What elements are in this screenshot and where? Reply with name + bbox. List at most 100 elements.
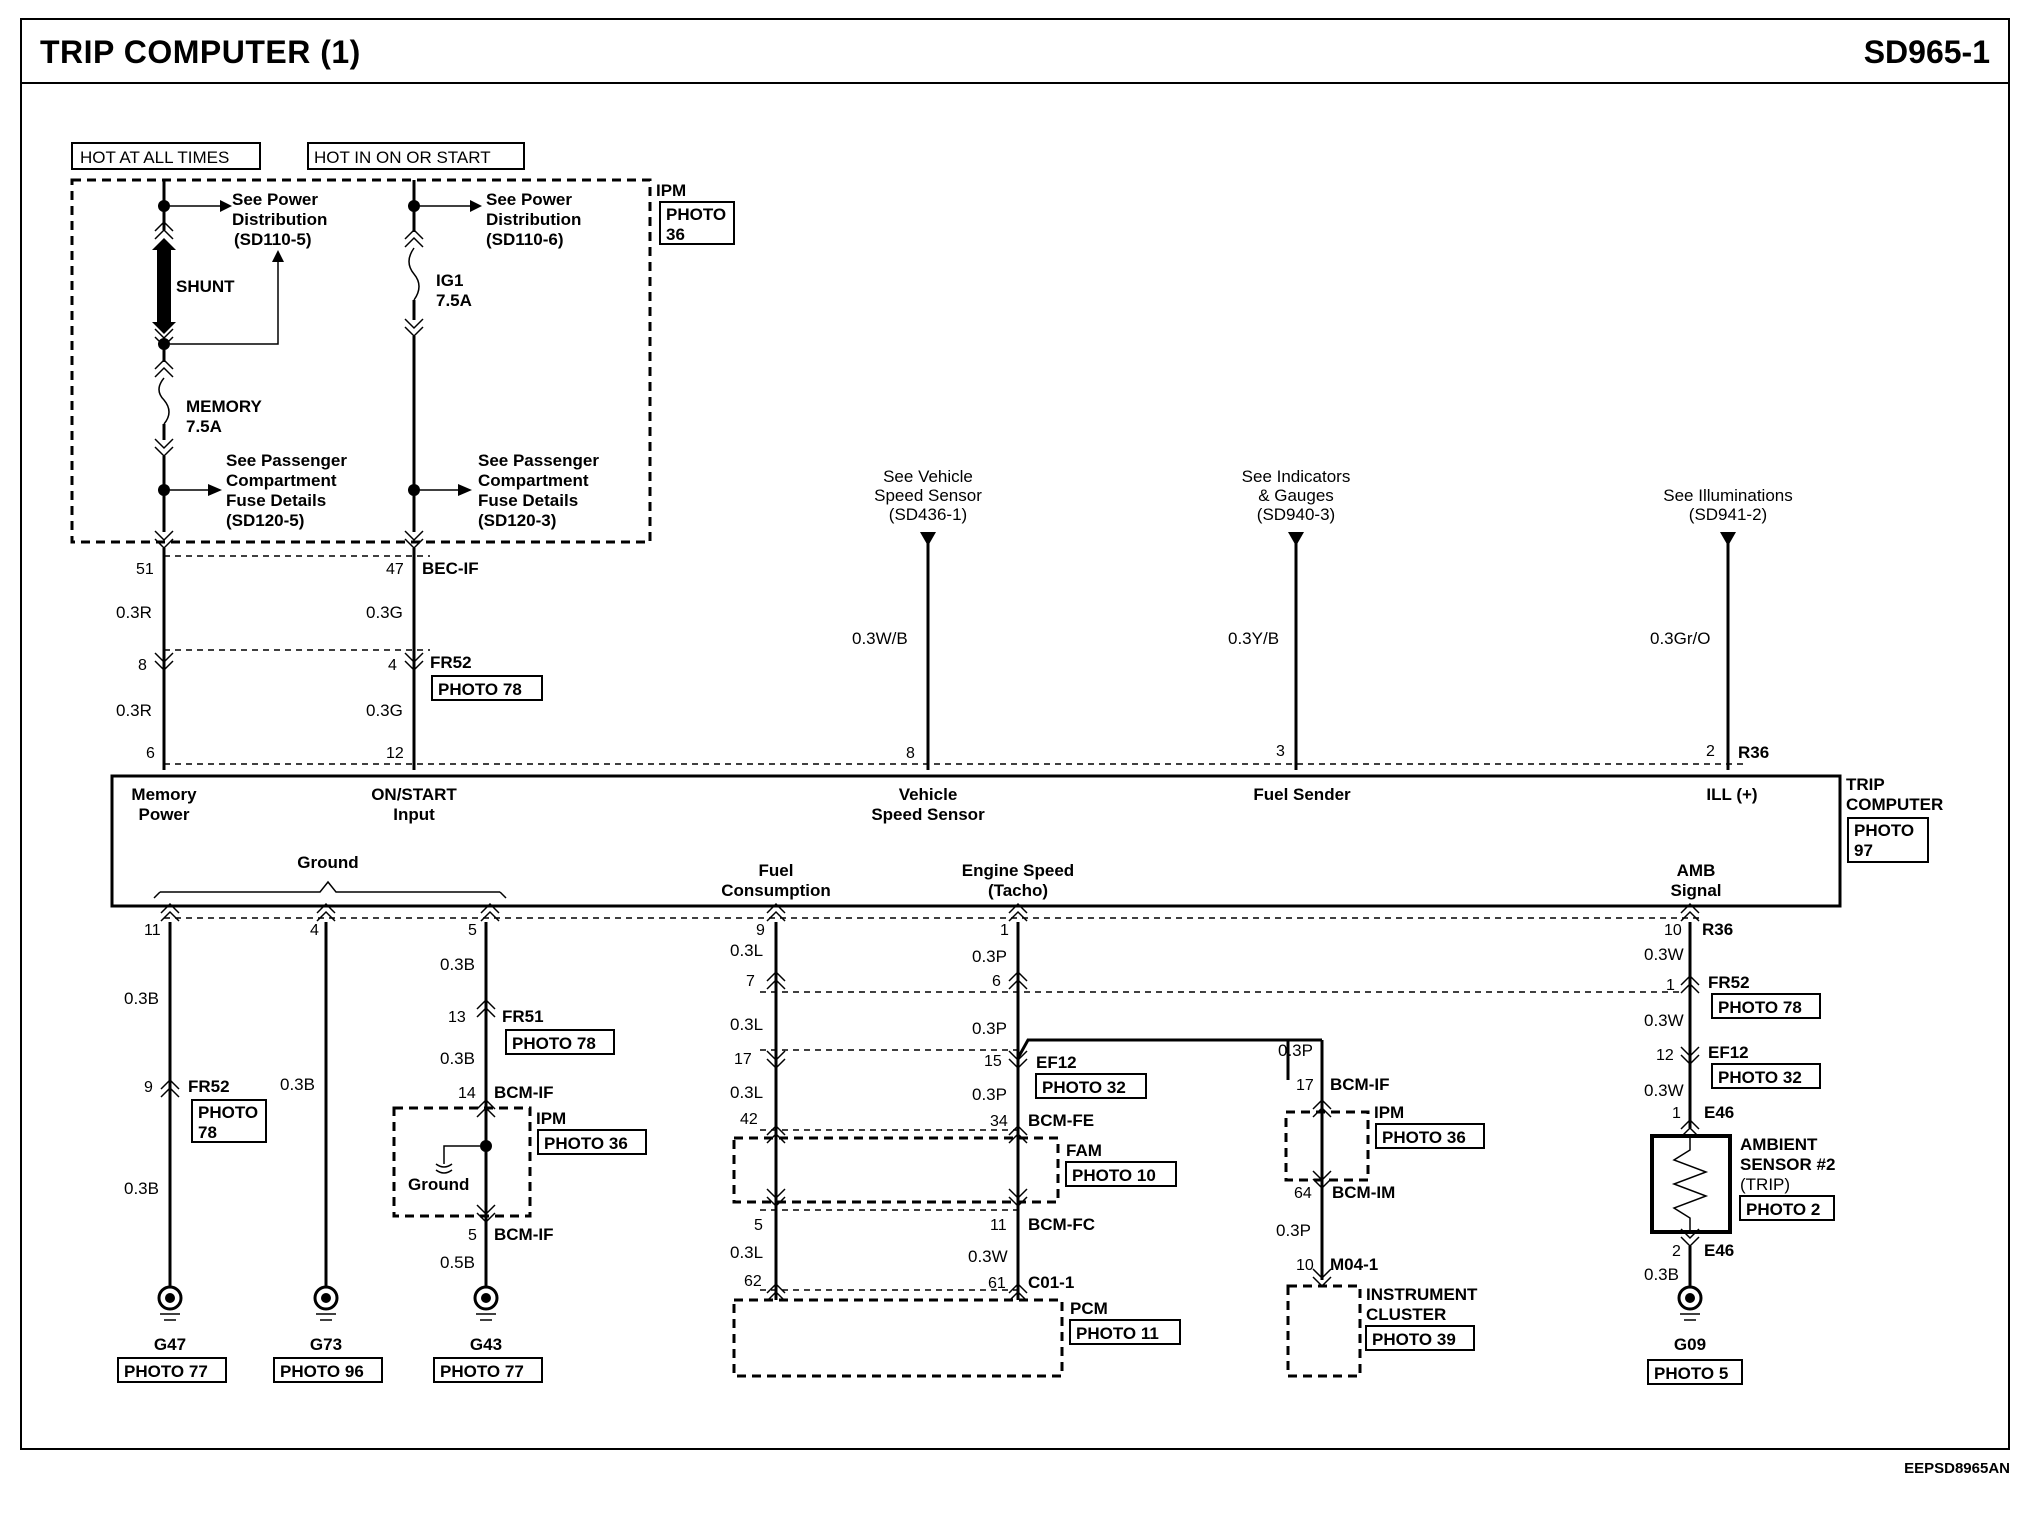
svg-text:0.3G: 0.3G (366, 603, 403, 622)
tag-hot-at-all-times: HOT AT ALL TIMES (71, 142, 261, 170)
pass-ref-left-4: (SD120-5) (226, 511, 304, 530)
title-bar: TRIP COMPUTER (1) SD965-1 (22, 20, 2008, 84)
svg-text:0.3L: 0.3L (730, 941, 763, 960)
svg-text:HOT AT ALL TIMES: HOT AT ALL TIMES (80, 148, 229, 167)
pass-ref-left-3: Fuse Details (226, 491, 326, 510)
svg-text:10: 10 (1664, 922, 1682, 939)
svg-text:Signal: Signal (1670, 881, 1721, 900)
pass-ref-left-1: See Passenger (226, 451, 347, 470)
ipm-photo-box: PHOTO 36 (659, 201, 735, 245)
svg-text:PHOTO 77: PHOTO 77 (440, 1362, 524, 1381)
photo-78-fr52-lower: PHOTO 78 (191, 1099, 267, 1143)
power-ref-right-3: (SD110-6) (486, 230, 563, 249)
svg-text:PCM: PCM (1070, 1299, 1108, 1318)
svg-text:5: 5 (468, 922, 477, 939)
svg-text:BEC-IF: BEC-IF (422, 559, 479, 578)
ig1-circuit (404, 180, 482, 549)
svg-text:SENSOR #2: SENSOR #2 (1740, 1155, 1835, 1174)
svg-text:0.3L: 0.3L (730, 1243, 763, 1262)
memory-fuse-label: MEMORY (186, 397, 263, 416)
svg-text:Vehicle: Vehicle (899, 785, 958, 804)
page-title: TRIP COMPUTER (1) (40, 34, 361, 70)
memory-fuse-rating: 7.5A (186, 417, 222, 436)
svg-text:PHOTO 2: PHOTO 2 (1746, 1200, 1820, 1219)
svg-text:0.3P: 0.3P (972, 1019, 1007, 1038)
svg-text:See Indicators: See Indicators (1242, 467, 1351, 486)
svg-text:0.3W: 0.3W (1644, 1011, 1684, 1030)
svg-text:8: 8 (138, 657, 147, 674)
svg-text:0.3P: 0.3P (1278, 1041, 1313, 1060)
svg-text:61: 61 (988, 1275, 1006, 1292)
diagram-frame: TRIP COMPUTER (1) SD965-1 (20, 18, 2010, 1450)
svg-text:12: 12 (386, 745, 404, 762)
svg-text:HOT IN ON OR START: HOT IN ON OR START (314, 148, 491, 167)
svg-text:7: 7 (746, 973, 755, 990)
svg-text:ILL (+): ILL (+) (1706, 785, 1757, 804)
svg-text:BCM-FC: BCM-FC (1028, 1215, 1095, 1234)
svg-text:8: 8 (906, 745, 915, 762)
svg-text:& Gauges: & Gauges (1258, 486, 1334, 505)
svg-text:CLUSTER: CLUSTER (1366, 1305, 1446, 1324)
svg-text:1: 1 (1666, 977, 1675, 994)
svg-text:ON/START: ON/START (371, 785, 457, 804)
svg-text:0.3B: 0.3B (440, 1049, 475, 1068)
svg-text:R36: R36 (1702, 920, 1733, 939)
pass-ref-right-3: Fuse Details (478, 491, 578, 510)
tag-hot-in-on-or-start: HOT IN ON OR START (307, 142, 525, 170)
svg-text:0.3W: 0.3W (1644, 1081, 1684, 1100)
svg-text:2: 2 (1672, 1243, 1681, 1260)
svg-text:0.3L: 0.3L (730, 1083, 763, 1102)
svg-text:PHOTO 32: PHOTO 32 (1718, 1068, 1802, 1087)
svg-text:BCM-IF: BCM-IF (494, 1225, 553, 1244)
svg-text:97: 97 (1854, 841, 1873, 860)
svg-text:FR52: FR52 (188, 1077, 230, 1096)
svg-text:Power: Power (138, 805, 189, 824)
svg-text:1: 1 (1672, 1105, 1681, 1122)
svg-text:INSTRUMENT: INSTRUMENT (1366, 1285, 1478, 1304)
svg-text:0.3B: 0.3B (280, 1075, 315, 1094)
svg-text:BCM-IF: BCM-IF (1330, 1075, 1389, 1094)
svg-text:FAM: FAM (1066, 1141, 1102, 1160)
ipm-bcm-box (1284, 1110, 1370, 1182)
svg-text:5: 5 (754, 1217, 763, 1234)
ground-g09 (1677, 1285, 1703, 1321)
svg-text:TRIP: TRIP (1846, 775, 1885, 794)
pcm-box (732, 1298, 1064, 1378)
svg-text:E46: E46 (1704, 1241, 1734, 1260)
svg-text:0.3Gr/O: 0.3Gr/O (1650, 629, 1710, 648)
svg-text:PHOTO 39: PHOTO 39 (1372, 1330, 1456, 1349)
svg-text:PHOTO 11: PHOTO 11 (1076, 1324, 1159, 1343)
svg-text:0.5B: 0.5B (440, 1253, 475, 1272)
svg-text:PHOTO 96: PHOTO 96 (280, 1362, 364, 1381)
ipm-ground-box (392, 1106, 532, 1218)
svg-text:0.3B: 0.3B (124, 1179, 159, 1198)
svg-text:Consumption: Consumption (721, 881, 831, 900)
svg-text:PHOTO: PHOTO (1854, 821, 1914, 840)
svg-text:G47: G47 (154, 1335, 186, 1354)
svg-text:(Tacho): (Tacho) (988, 881, 1048, 900)
svg-text:BCM-FE: BCM-FE (1028, 1111, 1094, 1130)
svg-text:47: 47 (386, 561, 404, 578)
svg-text:3: 3 (1276, 743, 1285, 760)
svg-text:PHOTO 36: PHOTO 36 (1382, 1128, 1466, 1147)
svg-text:PHOTO 77: PHOTO 77 (124, 1362, 208, 1381)
svg-text:0.3R: 0.3R (116, 603, 152, 622)
ipm-label: IPM (656, 181, 686, 200)
footer-code: EEPSD8965AN (1904, 1460, 2010, 1477)
diagram-code: SD965-1 (1863, 34, 1990, 70)
svg-text:12: 12 (1656, 1047, 1674, 1064)
svg-text:51: 51 (136, 561, 154, 578)
svg-text:(SD941-2): (SD941-2) (1689, 505, 1767, 524)
svg-text:AMB: AMB (1677, 861, 1716, 880)
svg-text:78: 78 (198, 1123, 217, 1142)
svg-text:EF12: EF12 (1708, 1043, 1749, 1062)
svg-text:R36: R36 (1738, 743, 1769, 762)
trip-computer-module (110, 774, 1842, 908)
svg-text:5: 5 (468, 1227, 477, 1244)
svg-text:Ground: Ground (297, 853, 358, 872)
pass-ref-right-2: Compartment (478, 471, 589, 490)
svg-text:IPM: IPM (536, 1109, 566, 1128)
svg-text:10: 10 (1296, 1257, 1314, 1274)
svg-text:PHOTO 36: PHOTO 36 (544, 1134, 628, 1153)
instrument-cluster-box (1286, 1284, 1362, 1378)
